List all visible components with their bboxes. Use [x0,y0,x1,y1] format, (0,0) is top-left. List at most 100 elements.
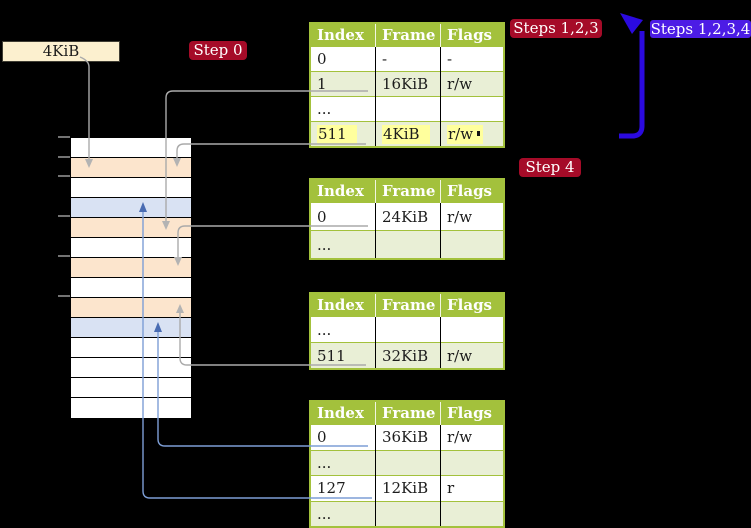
pt-row: ... [310,500,504,527]
pt-row: ... [310,449,504,476]
memory-frame-row [71,358,191,378]
boundary-tick [58,156,70,158]
memory-frame-row [71,338,191,358]
step-4-badge: Step 4 [519,158,581,177]
memory-frame-row [71,178,191,198]
step-0-badge: Step 0 [189,41,247,60]
pt-cell: 16KiB [375,71,441,97]
pt-cell: r/w [440,202,504,231]
pt-cell: 24KiB [375,202,441,231]
pt-cell [375,500,441,527]
steps-123-label: Steps 1,2,3 [513,19,599,37]
pt-cell [375,449,441,476]
memory-frame-row [71,198,191,218]
boundary-tick [58,215,70,217]
pt-cell: 12KiB [375,475,441,501]
boundary-tick [58,175,70,177]
step-4-label: Step 4 [525,158,575,176]
pt-cell: 511 [310,121,376,147]
pt-row: 0-- [310,46,504,72]
pt-cell [440,96,504,122]
pt-cell: r/w [440,71,504,97]
pt-header-index: Index [310,179,376,203]
highlighted-entry: 511 [317,125,357,144]
pt-header-flags: Flags [440,401,504,425]
pt-row: ... [310,96,504,122]
pt-header-flags: Flags [440,23,504,47]
pt-cell [375,230,441,259]
pt-cell: r/w [440,121,504,147]
pt-cell: 511 [310,342,376,369]
steps-1234-label: Steps 1,2,3,4 [650,20,751,38]
pt-header-frame: Frame [375,23,441,47]
memory-frame-row [71,258,191,278]
pt-header-index: Index [310,401,376,425]
memory-frame-row [71,318,191,338]
pt-cell: 32KiB [375,342,441,369]
pt-cell [375,316,441,343]
pt-header-flags: Flags [440,179,504,203]
memory-frame-row [71,158,191,178]
pt-header-frame: Frame [375,179,441,203]
steps-1234-badge: Steps 1,2,3,4 [650,20,751,38]
memory-frame-row [71,298,191,318]
pt-header-flags: Flags [440,293,504,317]
page-size-label: 4KiB [42,42,80,60]
pt-cell: - [440,46,504,72]
pt-row: ... [310,316,504,343]
pt-cell [440,449,504,476]
page-size-label-box: 4KiB [2,41,120,62]
memory-frame-row [71,378,191,398]
pt-header-frame: Frame [375,401,441,425]
pt-cell [440,230,504,259]
pt-cell: ... [310,449,376,476]
pt-header-index: Index [310,293,376,317]
memory-frame-row [71,278,191,298]
pt-cell [440,500,504,527]
highlighted-entry: 4KiB [382,125,430,144]
pt-cell: 0 [310,46,376,72]
step-0-label: Step 0 [193,41,243,59]
pt-cell: 127 [310,475,376,501]
pt-cell: r/w [440,342,504,369]
pt-header-index: Index [310,23,376,47]
pt-cell [375,96,441,122]
pt-header-frame: Frame [375,293,441,317]
pt-cell: ... [310,500,376,527]
boundary-tick [58,295,70,297]
boundary-tick [58,255,70,257]
memory-frame-row [71,398,191,417]
boundary-tick [58,136,70,138]
physical-memory-column [70,137,192,419]
highlighted-entry: r/w [447,125,484,144]
arrowhead-upleft-icon [620,13,643,34]
pt-cell [440,316,504,343]
pt-cell: 0 [310,202,376,231]
recursive-loop-arrow [619,13,645,139]
pt-cell: ... [310,230,376,259]
pt-cell: - [375,46,441,72]
steps-123-badge: Steps 1,2,3 [510,19,602,38]
pt-cell: 4KiB [375,121,441,147]
pt-cell: 0 [310,424,376,450]
memory-frame-row [71,218,191,238]
pt-cell: 1 [310,71,376,97]
pt-cell: ... [310,96,376,122]
pt-cell: 36KiB [375,424,441,450]
memory-frame-row [71,138,191,158]
pt-row: 511 4KiB r/w [310,121,504,147]
memory-frame-row [71,238,191,258]
pt-cell: r [440,475,504,501]
pt-cell: ... [310,316,376,343]
pt-row: ... [310,230,504,259]
